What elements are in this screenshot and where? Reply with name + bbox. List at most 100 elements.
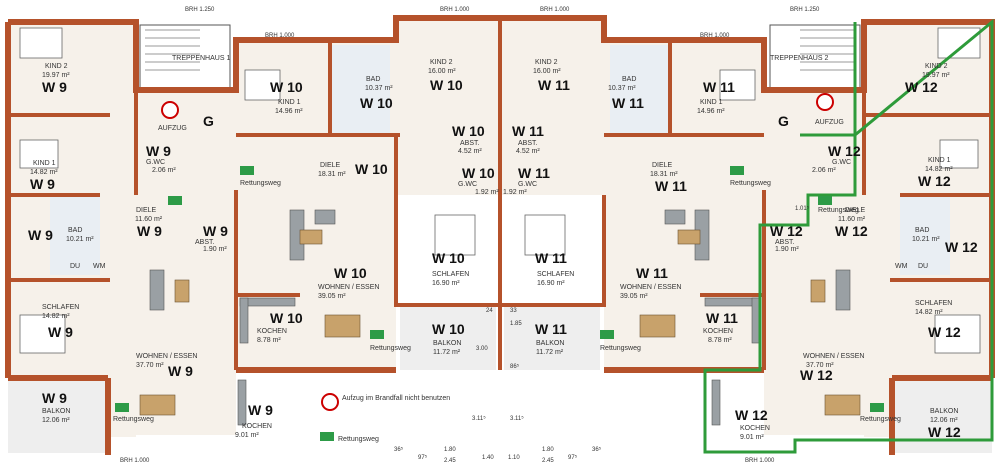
legend-escape-route: Rettungsweg: [338, 436, 379, 443]
living-furniture: [139, 209, 861, 416]
balkon-w9-name: BALKON: [42, 408, 70, 415]
du-right: DU: [918, 263, 928, 270]
dim-365-left: 36⁵: [394, 446, 404, 453]
dim-brh-bottom-left: BRH 1.000: [120, 458, 150, 464]
abst-w10-area: 4.52 m²: [458, 148, 482, 155]
dim-brh-w11: BRH 1.000: [700, 33, 730, 39]
gwc-w10-area: 1.92 m²: [475, 189, 499, 196]
schlafen-w11-unit: W 11: [535, 250, 567, 266]
diele-w12-area: 11.60 m²: [838, 216, 866, 223]
highlight-w12-outline: [703, 18, 994, 454]
dim-brh-w10: BRH 1.000: [265, 33, 295, 39]
aufzug-right-label: AUFZUG: [815, 119, 844, 126]
diele-w11-unit: W 11: [655, 178, 687, 194]
dim-brh-mid-left: BRH 1.000: [440, 7, 470, 13]
balkon-w10-name: BALKON: [433, 340, 461, 347]
abst-w12-name: ABST.: [775, 239, 795, 246]
kochen-w9-unit: W 9: [248, 402, 273, 418]
balkon-w9-unit: W 9: [42, 390, 67, 406]
bad-w11-name: BAD: [622, 76, 636, 83]
balkon-w11-area: 11.72 m²: [536, 349, 564, 356]
kind2-w11-unit: W 11: [538, 77, 570, 93]
wohnen-w9-area: 37.70 m²: [136, 362, 164, 369]
gwc-w11-area: 1.92 m²: [503, 189, 527, 196]
rettungsweg-w10: Rettungsweg: [370, 345, 411, 352]
kind2-w9-unit: W 9: [42, 79, 67, 95]
dim-300: 3.00: [476, 346, 488, 352]
diele-w11-name: DIELE: [652, 162, 673, 169]
kind1-w12-unit: W 12: [918, 173, 951, 189]
dim-33: 33: [510, 308, 517, 314]
gwc-w12-name: G.WC: [832, 159, 851, 166]
kochen-w10-area: 8.78 m²: [257, 337, 281, 344]
schlafen-w12-unit: W 12: [928, 324, 961, 340]
stair-treads-left: [145, 29, 200, 71]
wohnen-w9-name: WOHNEN / ESSEN: [136, 353, 197, 360]
abst-w9-unit: W 9: [203, 223, 228, 239]
balkon-w12-unit: W 12: [928, 424, 961, 440]
dim-180-right: 1.80: [542, 447, 554, 453]
interior-walls: [8, 18, 992, 370]
abst-w11-name: ABST.: [518, 140, 538, 147]
schlafen-w12-name: SCHLAFEN: [915, 300, 952, 307]
kind2-w11-area: 16.00 m²: [533, 68, 561, 75]
diele-w12-unit: W 12: [835, 223, 868, 239]
stair-treads-right: [800, 29, 855, 71]
diele-w10-area: 18.31 m²: [318, 171, 346, 178]
gwc-w10-name: G.WC: [458, 181, 477, 188]
abst-w12-unit: W 12: [770, 223, 803, 239]
dim-245-left: 2.45: [444, 458, 456, 464]
gwc-w9-unit: W 9: [146, 143, 171, 159]
kind2-w10-name: KIND 2: [430, 59, 453, 66]
abst-w11-area: 4.52 m²: [516, 148, 540, 155]
balkon-w11-name: BALKON: [536, 340, 564, 347]
wohnen-w11-name: WOHNEN / ESSEN: [620, 284, 681, 291]
kochen-w12-area: 9.01 m²: [740, 434, 764, 441]
schlafen-w9-unit: W 9: [48, 324, 73, 340]
bad-w10-name: BAD: [366, 76, 380, 83]
dim-975-right: 97⁵: [568, 454, 578, 461]
bad-w12-name: BAD: [915, 227, 929, 234]
kind2-w12-name: KIND 2: [925, 63, 948, 70]
schlafen-w10-area: 16.90 m²: [432, 280, 460, 287]
dim-brh-mid-right: BRH 1.000: [540, 7, 570, 13]
treppenhaus2-label: TREPPENHAUS 2: [770, 55, 828, 62]
kochen-w9-name: KOCHEN: [242, 423, 272, 430]
kind1-w12-area: 14.82 m²: [925, 166, 953, 173]
dim-24: 24: [486, 308, 493, 314]
bad-w10-unit: W 10: [360, 95, 393, 111]
balkon-w10-area: 11.72 m²: [433, 349, 461, 356]
schlafen-w9-name: SCHLAFEN: [42, 304, 79, 311]
diele-w12-name: DIELE: [845, 207, 866, 214]
kochen-w11-area: 8.78 m²: [708, 337, 732, 344]
dim-110: 1.10: [508, 455, 520, 461]
rettungsweg-w11: Rettungsweg: [600, 345, 641, 352]
wohnen-w12-name: WOHNEN / ESSEN: [803, 353, 864, 360]
kind2-w10-area: 16.00 m²: [428, 68, 456, 75]
bad-w9-name: BAD: [68, 227, 82, 234]
diele-w9-name: DIELE: [136, 207, 157, 214]
abst-w9-area: 1.90 m²: [203, 246, 227, 253]
dim-brh-top-left: BRH 1.250: [185, 7, 215, 13]
room-fills: [8, 20, 992, 453]
abst-w11-unit: W 11: [512, 123, 544, 139]
dim-975-left: 97⁵: [418, 454, 428, 461]
wm-right: WM: [895, 263, 908, 270]
aufzug-left-label: AUFZUG: [158, 125, 187, 132]
dim-140: 1.40: [482, 455, 494, 461]
kind2-w9-area: 19.97 m²: [42, 72, 70, 79]
kind1-w9-unit: W 9: [30, 176, 55, 192]
kochen-w11-name: KOCHEN: [703, 328, 733, 335]
abst-w9-name: ABST.: [195, 239, 215, 246]
abst-w10-name: ABST.: [460, 140, 480, 147]
gwc-w11-unit: W 11: [518, 165, 550, 181]
diele-w9-area: 11.60 m²: [135, 216, 163, 223]
bad-w9-unit: W 9: [28, 227, 53, 243]
bad-w10-area: 10.37 m²: [365, 85, 393, 92]
kind2-w11-name: KIND 2: [535, 59, 558, 66]
kind1-w10-name: KIND 1: [278, 99, 301, 106]
escape-route-signs: [115, 166, 884, 441]
kochen-w12-unit: W 12: [735, 407, 768, 423]
kitchens: [237, 297, 761, 426]
